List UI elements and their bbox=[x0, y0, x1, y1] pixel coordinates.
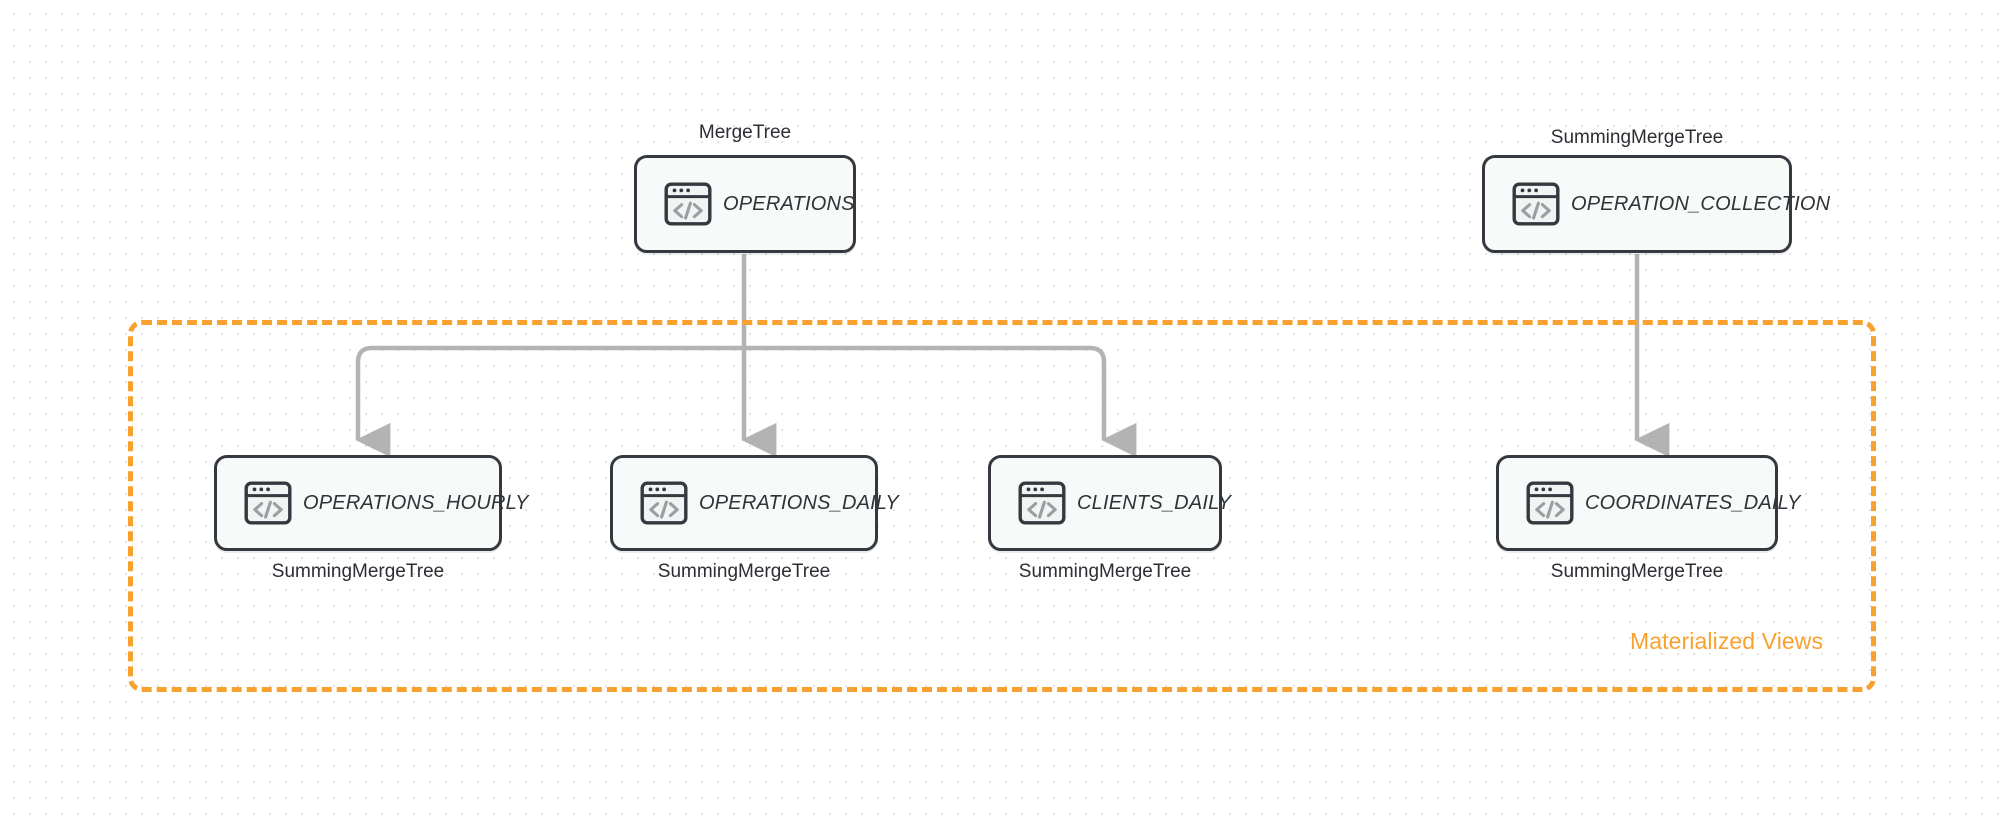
code-window-icon bbox=[1017, 478, 1067, 528]
code-window-icon bbox=[1511, 179, 1561, 229]
node-operations[interactable]: OPERATIONS bbox=[634, 155, 856, 253]
engine-caption-clients-daily: SummingMergeTree bbox=[1018, 561, 1192, 582]
node-label-coordinates-daily: COORDINATES_DAILY bbox=[1585, 491, 1801, 514]
code-window-icon bbox=[663, 179, 713, 229]
node-label-operations-daily: OPERATIONS_DAILY bbox=[699, 491, 899, 514]
engine-caption-operations-daily: SummingMergeTree bbox=[657, 561, 831, 582]
node-label-operations: OPERATIONS bbox=[723, 192, 855, 215]
node-label-clients-daily: CLIENTS_DAILY bbox=[1077, 491, 1232, 514]
node-label-operation-collection: OPERATION_COLLECTION bbox=[1571, 192, 1831, 215]
engine-caption-coordinates-daily: SummingMergeTree bbox=[1550, 561, 1724, 582]
node-coordinates-daily[interactable]: COORDINATES_DAILY bbox=[1496, 455, 1800, 551]
materialized-views-group bbox=[128, 320, 1876, 692]
engine-caption-operation-collection: SummingMergeTree bbox=[1550, 127, 1724, 148]
node-operation-collection[interactable]: OPERATION_COLLECTION bbox=[1482, 155, 1830, 253]
code-window-icon bbox=[243, 478, 293, 528]
materialized-views-label: Materialized Views bbox=[1630, 628, 1824, 654]
code-window-icon bbox=[1525, 478, 1575, 528]
engine-caption-operations-hourly: SummingMergeTree bbox=[271, 561, 445, 582]
engine-caption-operations: MergeTree bbox=[698, 122, 792, 143]
node-operations-daily[interactable]: OPERATIONS_DAILY bbox=[610, 455, 899, 551]
node-operations-hourly[interactable]: OPERATIONS_HOURLY bbox=[214, 455, 528, 551]
node-clients-daily[interactable]: CLIENTS_DAILY bbox=[988, 455, 1231, 551]
code-window-icon bbox=[639, 478, 689, 528]
node-label-operations-hourly: OPERATIONS_HOURLY bbox=[303, 491, 529, 514]
